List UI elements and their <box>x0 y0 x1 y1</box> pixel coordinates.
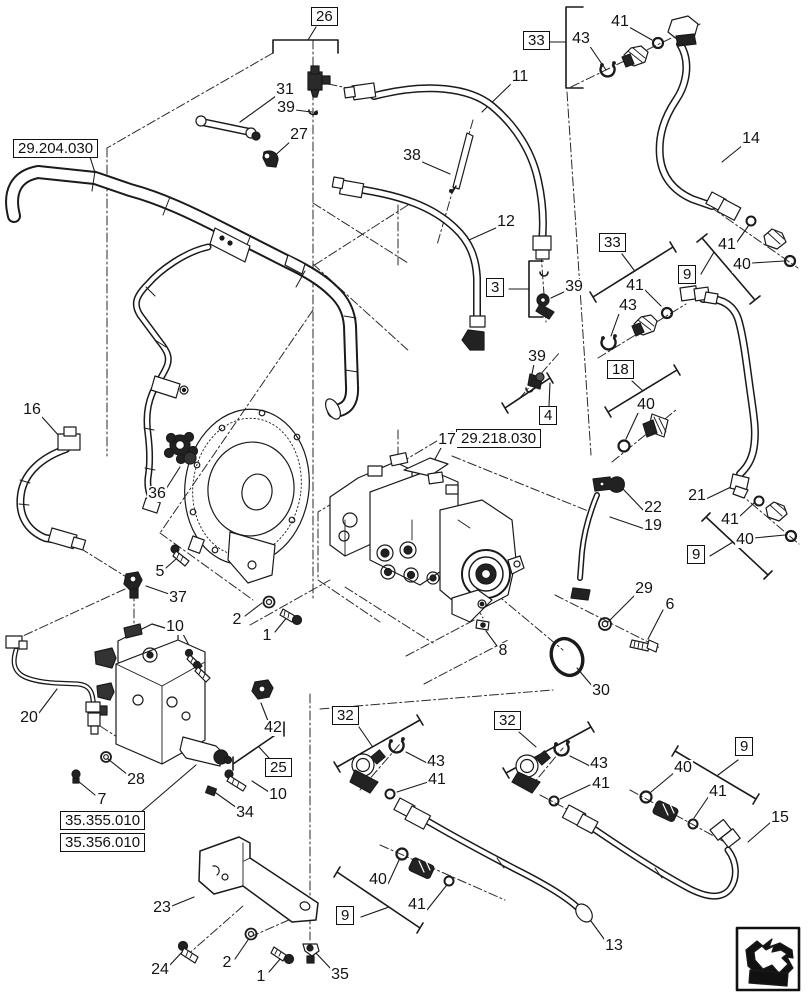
banjo-group-3-4 <box>526 272 554 392</box>
fitting-kit-33-top <box>601 38 663 76</box>
hose-15 <box>562 805 740 896</box>
mounting-bracket <box>199 837 318 922</box>
small-parts-top <box>196 66 473 193</box>
plug-kit-18 <box>619 414 669 452</box>
elbow-kit-32-left <box>350 738 404 799</box>
hose-16 <box>19 427 86 550</box>
connector-kit-bottom-right <box>641 792 698 829</box>
misc-parts <box>72 433 658 964</box>
hose-19 <box>571 477 624 600</box>
hose-14 <box>660 16 741 220</box>
connector-kit-bottom-left <box>397 849 454 886</box>
group-brackets <box>233 7 772 933</box>
tube-assembly <box>12 171 358 513</box>
fitting-kit-hose14 <box>747 217 796 267</box>
control-valve <box>95 624 232 766</box>
hose-13 <box>394 798 596 925</box>
steel-line-20 <box>6 636 100 734</box>
fitting-kit-33-mid <box>602 308 672 349</box>
flywheel-plate <box>175 401 320 583</box>
continuation-arrow-icon <box>737 928 799 990</box>
hose-21 <box>680 286 755 498</box>
hose-12 <box>332 177 485 350</box>
fitting-kit-hose21 <box>755 497 797 542</box>
hose-11 <box>344 83 551 259</box>
elbow-kit-32-right <box>512 741 569 806</box>
pump <box>330 453 524 622</box>
